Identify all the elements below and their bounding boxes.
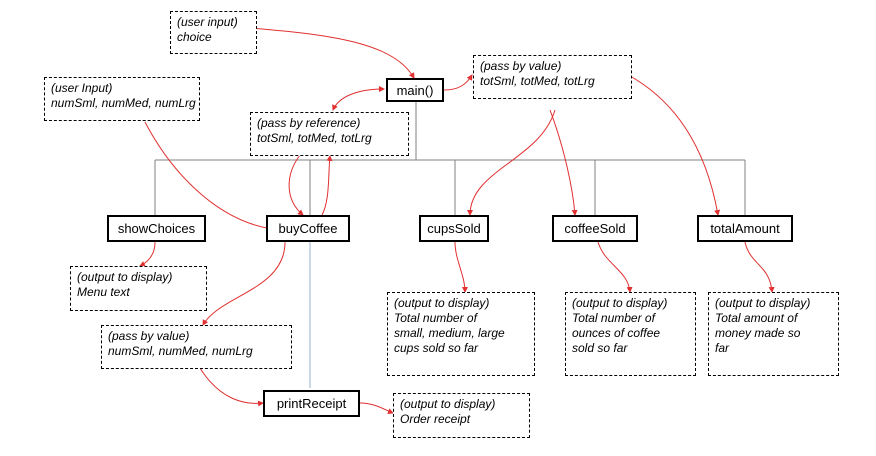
note-line: Order receipt: [400, 412, 471, 426]
note-line: (user input): [177, 15, 238, 29]
totalamount-label: totalAmount: [710, 221, 780, 236]
coffeesold-label: coffeeSold: [564, 221, 626, 236]
arrow-passvalue-to-totalamount: [629, 75, 721, 216]
note-pass-by-reference: (pass by reference) totSml, totMed, totL…: [250, 112, 409, 156]
note-line: (user Input): [51, 81, 113, 95]
main-box: main(): [386, 78, 444, 102]
arrow-passref-buycoffee: [288, 154, 304, 216]
buycoffee-box: buyCoffee: [266, 215, 350, 242]
main-label: main(): [396, 82, 434, 98]
showchoices-box: showChoices: [107, 215, 206, 242]
arrow-showchoices-to-menu: [139, 241, 156, 267]
note-line: (pass by reference): [257, 116, 361, 130]
note-line: ounces of coffee: [572, 326, 661, 340]
buycoffee-label: buyCoffee: [278, 221, 338, 236]
note-line: numSml, numMed, numLrg: [108, 344, 253, 358]
note-line: totSml, totMed, totLrg: [257, 131, 372, 145]
totalamount-box: totalAmount: [697, 215, 793, 242]
cupssold-box: cupsSold: [419, 215, 489, 242]
note-line: (pass by value): [480, 59, 562, 73]
note-line: (output to display): [400, 397, 496, 411]
printreceipt-box: printReceipt: [263, 390, 360, 417]
note-line: Menu text: [77, 285, 130, 299]
note-line: small, medium, large: [394, 326, 505, 340]
note-line: (output to display): [77, 270, 173, 284]
note-line: far: [715, 341, 730, 355]
arrow-printreceipt-to-receipt: [359, 402, 394, 415]
arrow-passvalue-to-printreceipt: [199, 367, 264, 407]
note-line: (pass by value): [108, 329, 190, 343]
note-pass-by-value-main: (pass by value) totSml, totMed, totLrg: [473, 55, 632, 99]
note-line: Total amount of: [715, 311, 798, 325]
arrow-passvalue-to-coffeesold: [549, 109, 578, 216]
printreceipt-label: printReceipt: [276, 396, 347, 411]
note-line: Total number of: [394, 311, 477, 325]
arrow-main-to-passvalue: [443, 74, 473, 91]
arrow-main-passref: [332, 86, 385, 111]
arrow-userinput-to-buycoffee: [144, 121, 273, 232]
note-pass-by-value-nums: (pass by value) numSml, numMed, numLrg: [101, 325, 292, 369]
note-output-cups: (output to display) Total number of smal…: [387, 292, 535, 376]
note-line: numSml, numMed, numLrg: [51, 96, 196, 110]
note-output-receipt: (output to display) Order receipt: [393, 393, 530, 438]
data-flow-arrows: [139, 27, 775, 415]
coffeesold-box: coffeeSold: [552, 215, 638, 242]
arrow-passvalue-to-cupssold: [467, 109, 556, 216]
arrow-coffeesold-to-output: [597, 241, 633, 293]
arrow-buycoffee-to-passvalue: [202, 241, 286, 326]
note-line: cups sold so far: [394, 341, 479, 355]
arrow-choice-to-main: [249, 27, 415, 79]
note-user-input-choice: (user input) choice: [170, 11, 257, 54]
arrow-cupssold-to-output: [454, 241, 468, 293]
cupssold-label: cupsSold: [427, 221, 481, 236]
note-line: (output to display): [572, 296, 668, 310]
arrow-totalamount-to-output: [744, 241, 775, 293]
note-line: totSml, totMed, totLrg: [480, 74, 595, 88]
arrow-buycoffee-passref: [321, 155, 333, 216]
showchoices-label: showChoices: [117, 221, 196, 236]
note-line: choice: [177, 30, 212, 44]
note-output-coffee: (output to display) Total number of ounc…: [565, 292, 696, 376]
note-line: sold so far: [572, 341, 628, 355]
note-output-menu: (output to display) Menu text: [70, 266, 207, 311]
note-line: Total number of: [572, 311, 655, 325]
note-user-input-nums: (user Input) numSml, numMed, numLrg: [44, 77, 200, 121]
hierarchy-lines: [154, 100, 746, 215]
note-line: (output to display): [394, 296, 490, 310]
note-output-total: (output to display) Total amount of mone…: [708, 292, 839, 376]
note-line: money made so: [715, 326, 801, 340]
note-line: (output to display): [715, 296, 811, 310]
